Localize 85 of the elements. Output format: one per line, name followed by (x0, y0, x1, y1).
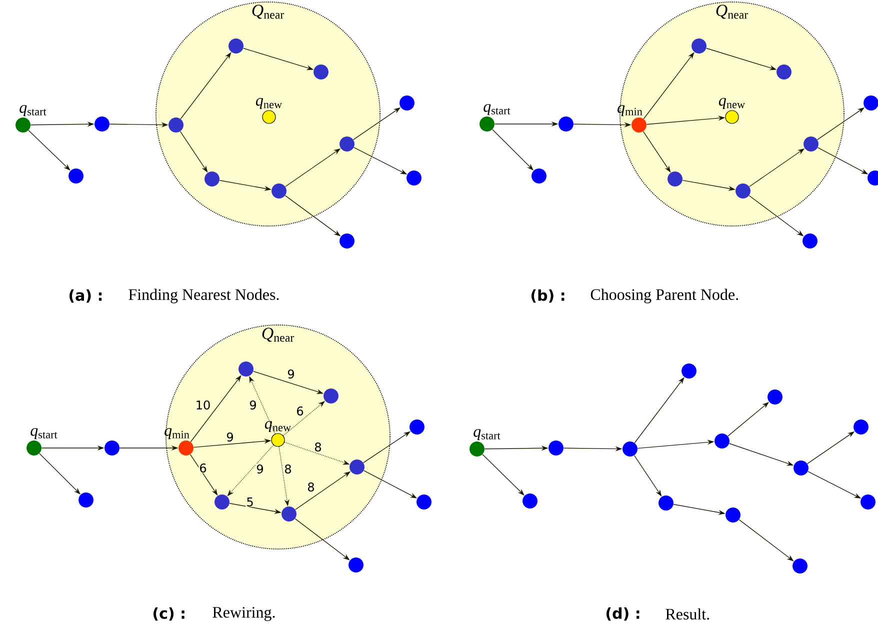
node-label: q$_{min}$ (164, 428, 190, 440)
node-label: q$_{new}$ (264, 421, 292, 432)
tree-node (804, 136, 818, 152)
edge-label: 9 (286, 368, 296, 380)
neighborhood-circle (620, 2, 844, 226)
edge-label: 8 (284, 464, 292, 474)
tree-node (854, 420, 868, 434)
neighborhood-circle (166, 324, 390, 550)
parent-node (164, 428, 194, 456)
edge-label: 6 (296, 406, 304, 416)
node-label: q$_{min}$ (618, 105, 642, 116)
node-label: q$_{start}$ (474, 429, 500, 440)
tree-node (314, 64, 328, 80)
tree-node (668, 172, 682, 186)
subfigure-tag: (a) : (70, 289, 102, 303)
tree-node (282, 506, 296, 522)
tree-node (68, 168, 84, 184)
tree-node (868, 170, 878, 186)
tree-node (792, 558, 808, 574)
start-node (26, 428, 58, 456)
tree-node (692, 38, 706, 54)
tree-node (340, 234, 354, 248)
subfigure-tag: (b) : (532, 289, 564, 303)
tree-node (682, 364, 696, 378)
tree-node (776, 64, 792, 80)
start-node (480, 104, 510, 132)
start-node (470, 429, 500, 456)
parent-node (618, 105, 646, 132)
node-label: q$_{new}$ (718, 98, 746, 109)
tree-node (622, 442, 638, 456)
tree-node (228, 38, 244, 54)
edge-label: 9 (256, 464, 264, 474)
edge-label: 6 (198, 462, 208, 474)
start-node (16, 105, 46, 132)
node-label: Q$_{near}$ (252, 4, 284, 19)
tree-node (204, 172, 220, 186)
tree-node (214, 494, 230, 510)
node-label: Q$_{near}$ (262, 328, 294, 342)
node-label: q$_{start}$ (484, 104, 510, 116)
tree-node (94, 116, 110, 132)
subfigure-caption: Result. (666, 608, 710, 620)
edge-label: 8 (314, 442, 322, 452)
tree-node (864, 96, 878, 110)
tree-node (558, 116, 574, 132)
tree-node (522, 494, 538, 508)
tree-node (350, 460, 364, 474)
tree-node (168, 118, 184, 132)
subfigure-caption: Finding Nearest Nodes. (128, 288, 279, 304)
node-label: Q$_{near}$ (716, 4, 748, 19)
subfigure-caption: Choosing Parent Node. (590, 288, 738, 304)
tree-node (400, 96, 414, 110)
node-label: q$_{start}$ (20, 105, 46, 116)
new-node (264, 421, 292, 447)
tree-node (548, 440, 564, 456)
edge-label: 5 (246, 497, 254, 507)
tree-node (272, 184, 286, 198)
tree-node (768, 390, 782, 404)
tree-node (324, 388, 338, 404)
tree-node (736, 184, 750, 198)
new-node (718, 98, 746, 124)
new-node (256, 98, 282, 124)
tree-node (410, 420, 424, 434)
edge-label: 8 (306, 482, 316, 492)
tree-node (714, 434, 730, 448)
tree-node (416, 494, 432, 510)
neighborhood-circle (156, 2, 380, 226)
tree-node (78, 492, 94, 508)
tree-node (860, 494, 876, 510)
subfigure-tag: (c) : (154, 607, 184, 621)
edge-label: 9 (248, 400, 258, 410)
tree-node (658, 496, 674, 510)
tree-node (802, 234, 818, 248)
tree-node (348, 558, 364, 572)
node-label: q$_{start}$ (30, 428, 58, 440)
subfigure-caption: Rewiring. (212, 606, 275, 622)
tree-node (340, 136, 354, 152)
tree-node (238, 362, 254, 376)
subfigure-tag: (d) : (606, 607, 640, 621)
node-label: q$_{new}$ (256, 98, 282, 109)
tree-node (794, 460, 808, 476)
edge-label: 9 (226, 432, 234, 442)
tree-node (532, 168, 546, 184)
tree-node (726, 508, 740, 522)
tree-node (406, 170, 422, 186)
tree-node (104, 440, 120, 456)
